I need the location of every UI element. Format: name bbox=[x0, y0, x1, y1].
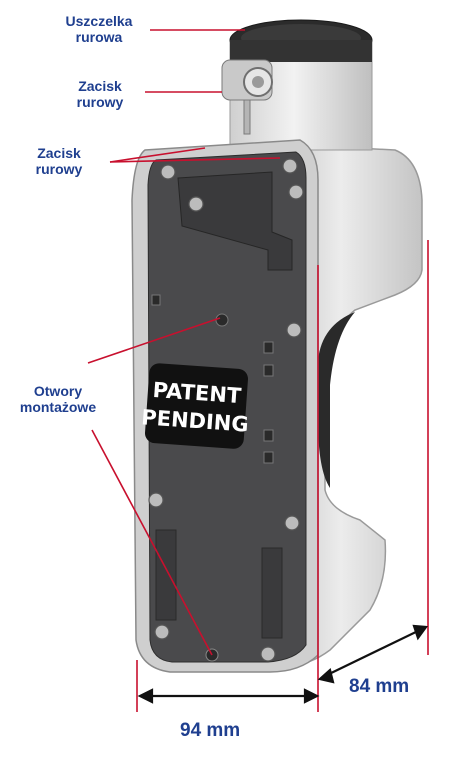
label-pipe-seal-line1: Uszczelka bbox=[65, 13, 133, 29]
mounting-slot-left bbox=[155, 529, 177, 621]
dimension-arrows bbox=[137, 624, 429, 704]
dimension-depth: 84 mm bbox=[349, 676, 410, 697]
plate-slots bbox=[151, 294, 274, 464]
label-mounting-holes: Otwory montażowe bbox=[8, 383, 108, 415]
label-pipe-clamp-mid-line2: rurowy bbox=[35, 161, 83, 177]
clamp-screw-center bbox=[252, 76, 264, 88]
label-pipe-clamp-mid-line1: Zacisk bbox=[37, 145, 81, 161]
dimension-width: 94 mm bbox=[180, 720, 241, 741]
patent-badge: PATENT PENDING bbox=[141, 363, 249, 449]
mounting-hole-center bbox=[215, 313, 229, 327]
label-pipe-seal: Uszczelka rurowa bbox=[54, 13, 144, 45]
clamp-tab bbox=[243, 99, 251, 135]
plate-bracket bbox=[177, 171, 293, 271]
label-pipe-seal-line2: rurowa bbox=[75, 29, 123, 45]
pipe-seal-band bbox=[230, 40, 372, 62]
plate-screws bbox=[148, 158, 304, 662]
housing-shadow bbox=[318, 312, 355, 488]
label-pipe-clamp-top-line2: rurowy bbox=[76, 94, 124, 110]
label-pipe-clamp-top: Zacisk rurowy bbox=[60, 78, 140, 110]
label-mounting-holes-line2: montażowe bbox=[19, 399, 97, 415]
mounting-slot-right bbox=[261, 547, 283, 639]
leader-lines bbox=[87, 29, 429, 712]
label-pipe-clamp-top-line1: Zacisk bbox=[78, 78, 122, 94]
label-pipe-clamp-mid: Zacisk rurowy bbox=[14, 145, 104, 177]
label-mounting-holes-line1: Otwory bbox=[33, 383, 83, 399]
